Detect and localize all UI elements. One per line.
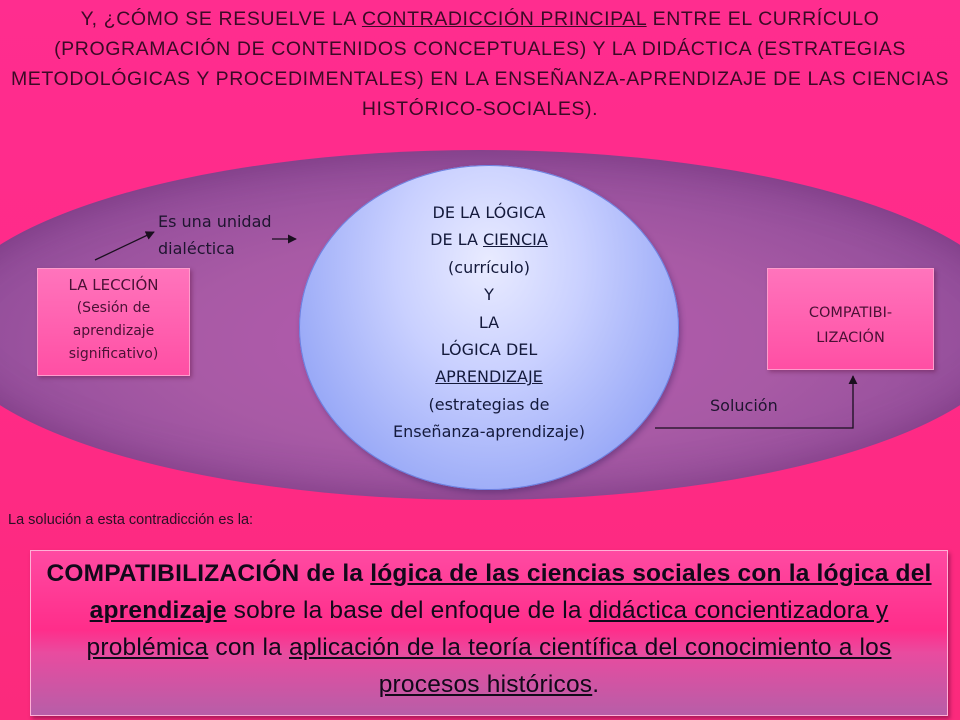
logic-circle-text: DE LA LÓGICA DE LA CIENCIA (currículo) Y… [299, 199, 679, 446]
leccion-sub-2: aprendizaje [72, 323, 155, 339]
leccion-box: LA LECCIÓN (Sesión de aprendizaje signif… [37, 268, 190, 376]
circle-line-6: LÓGICA DEL [440, 340, 538, 360]
compatibilizacion-box: COMPATIBI- LIZACIÓN [767, 268, 934, 370]
logic-circle [299, 165, 679, 490]
circle-aprendizaje: APRENDIZAJE [435, 367, 543, 387]
unidad-line-2: dialéctica [158, 239, 235, 258]
title-underlined-text: CONTRADICCIÓN PRINCIPAL [361, 8, 647, 30]
title-text-start: Y, ¿CÓMO SE RESUELVE LA [80, 8, 362, 30]
compat-line-1: COMPATIBI- [808, 305, 893, 321]
solucion-label: Solución [710, 396, 778, 415]
circle-line-5: LA [478, 312, 500, 332]
title-text-end: ENTRE EL CURRÍCULO (PROGRAMACIÓN DE CONT… [10, 8, 950, 120]
compat-line-2: LIZACIÓN [816, 330, 885, 346]
conclusion-logic-phrase: lógica de las ciencias sociales con la l… [89, 560, 932, 624]
leccion-title: LA LECCIÓN [68, 276, 159, 294]
conclusion-teoria-phrase: aplicación de la teoría científica del c… [288, 634, 892, 698]
circle-line-3: (currículo) [448, 257, 530, 277]
unidad-line-1: Es una unidad [158, 212, 272, 231]
circle-line-9: Enseñanza-aprendizaje) [393, 422, 585, 442]
circle-line-4: Y [484, 285, 494, 305]
circle-line-1: DE LA LÓGICA [432, 203, 546, 222]
conclusion-box: COMPATIBILIZACIÓN de la lógica de las ci… [30, 550, 948, 716]
leccion-sub-3: significativo) [68, 346, 159, 362]
circle-line-8: (estrategias de [428, 394, 550, 414]
conclusion-didactica-phrase: didáctica concientizadora y problémica [86, 597, 889, 661]
leccion-sub-1: (Sesión de [76, 300, 151, 316]
unidad-label: Es una unidad dialéctica [158, 208, 272, 262]
slide-title: Y, ¿CÓMO SE RESUELVE LA CONTRADICCIÓN PR… [10, 4, 950, 124]
circle-ciencia: CIENCIA [483, 230, 548, 250]
circle-line-2: DE LA CIENCIA [430, 230, 548, 250]
conclusion-keyword: COMPATIBILIZACIÓN [46, 560, 300, 587]
solution-intro: La solución a esta contradicción es la: [8, 512, 254, 528]
